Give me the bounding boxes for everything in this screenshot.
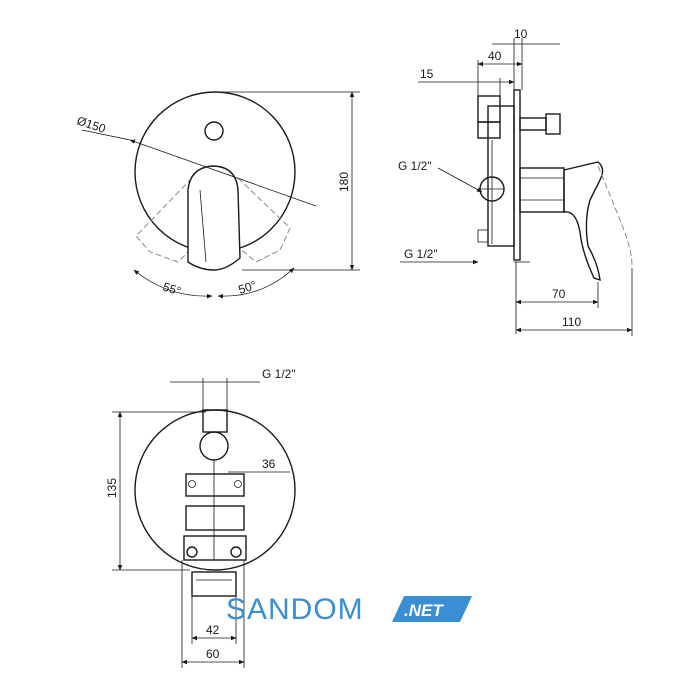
back-height-label: 135 <box>105 478 119 498</box>
diverter-button <box>204 121 224 141</box>
dim-70-label: 70 <box>552 287 566 301</box>
back-mount-hole-right <box>230 546 242 558</box>
side-lever-handle <box>563 161 604 282</box>
thread-upper-label: G 1/2" <box>398 159 432 173</box>
side-valve-body <box>487 105 515 247</box>
thread-upper-leader <box>437 167 483 193</box>
handle-rotation-right-ghost <box>219 177 291 263</box>
watermark-badge <box>392 596 472 622</box>
dim-36-label: 36 <box>262 457 276 471</box>
front-lever-handle <box>187 165 241 271</box>
dim-10-label: 10 <box>514 27 528 41</box>
side-view: 10 40 15 G 1/2" G 1/2" 70 110 <box>398 27 633 336</box>
dim-42-label: 42 <box>206 623 220 637</box>
height-dimension-label: 180 <box>337 172 351 192</box>
angle-arc-right <box>217 267 295 299</box>
back-cover-plate <box>134 409 296 571</box>
back-mount-hole-left <box>186 546 198 558</box>
back-top-inlet <box>202 409 228 433</box>
back-thread-label: G 1/2" <box>262 367 296 381</box>
back-bottom-outlet <box>191 571 237 597</box>
diameter-leader-line <box>129 139 317 207</box>
angle-arc-left <box>133 269 213 299</box>
back-view: G 1/2" 36 135 42 60 <box>105 367 296 668</box>
dim-60-label: 60 <box>206 647 220 661</box>
watermark-brand: SANDOM <box>226 593 364 626</box>
dim-40-label: 40 <box>488 49 502 63</box>
watermark-suffix: .NET <box>404 601 444 620</box>
dim-15-label: 15 <box>420 67 434 81</box>
side-wall-plate <box>513 89 521 261</box>
thread-lower-label: G 1/2" <box>404 247 438 261</box>
watermark-logo: SANDOM .NET <box>226 593 472 626</box>
angle-left-label: 55° <box>161 280 183 299</box>
dim-110-label: 110 <box>562 315 581 329</box>
front-view: Ø150 180 55° 50° <box>75 91 360 299</box>
diameter-label: Ø150 <box>75 114 108 136</box>
angle-right-label: 50° <box>237 278 259 297</box>
side-diverter-stem <box>519 117 547 131</box>
